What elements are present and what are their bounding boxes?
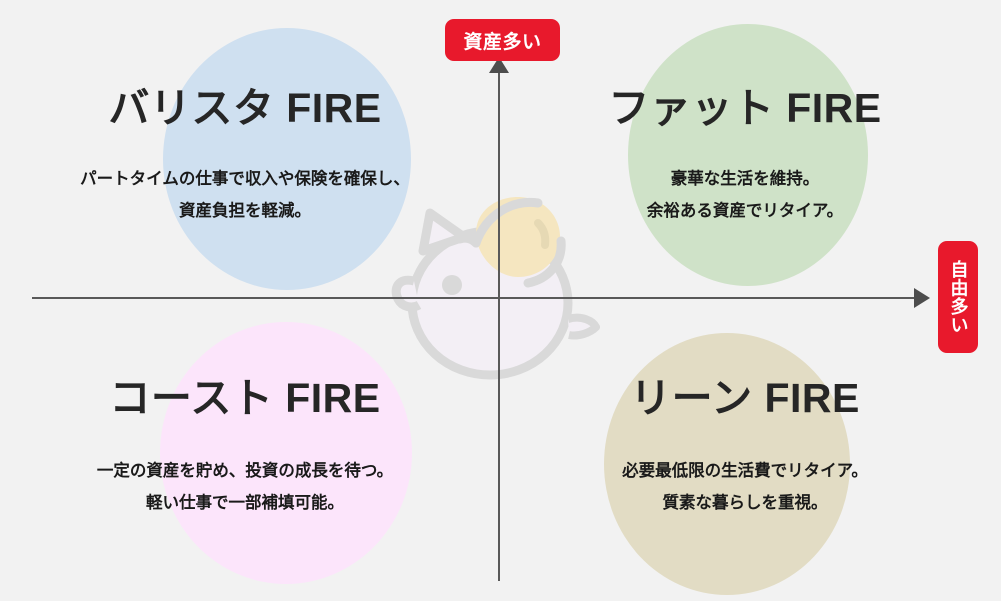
axis-label-freedom: 自由多い: [938, 241, 978, 353]
quadrant-title-lean: リーン FIRE: [630, 375, 860, 421]
quadrant-desc-line: 余裕ある資産でリタイア。: [646, 202, 844, 221]
quadrant-blob-lean: [604, 333, 850, 595]
axis-label-freedom-text: 自由多い: [948, 260, 969, 334]
quadrant-desc-barista: パートタイムの仕事で収入や保険を確保し、 資産負担を軽減。: [20, 163, 470, 227]
vertical-axis: [498, 68, 500, 581]
quadrant-desc-line: パートタイムの仕事で収入や保険を確保し、: [80, 170, 410, 188]
quadrant-coast: コースト FIRE 一定の資産を貯め、投資の成長を待つ。 軽い仕事で一部補填可能…: [20, 378, 470, 519]
quadrant-fat: ファット FIRE 豪華な生活を維持。 余裕ある資産でリタイア。: [520, 88, 970, 227]
arrow-up-icon: [489, 57, 509, 73]
quadrant-blob-coast: [160, 322, 412, 584]
quadrant-desc-line: 豪華な生活を維持。: [670, 170, 820, 188]
quadrant-title-coast: コースト FIRE: [109, 375, 381, 421]
quadrant-title-barista: バリスタ FIRE: [108, 85, 382, 131]
arrow-right-icon: [914, 288, 930, 308]
quadrant-barista: バリスタ FIRE パートタイムの仕事で収入や保険を確保し、 資産負担を軽減。: [20, 88, 470, 227]
horizontal-axis: [32, 297, 918, 299]
quadrant-desc-line: 軽い仕事で一部補填可能。: [146, 494, 344, 513]
quadrant-blob-barista: [163, 28, 411, 290]
quadrant-desc-lean: 必要最低限の生活費でリタイア。 質素な暮らしを重視。: [520, 455, 970, 519]
quadrant-title-fat: ファット FIRE: [608, 85, 882, 131]
quadrant-desc-line: 必要最低限の生活費でリタイア。: [622, 462, 868, 480]
quadrant-desc-line: 質素な暮らしを重視。: [662, 494, 828, 513]
axis-label-assets-text: 資産多い: [463, 31, 542, 53]
quadrant-blob-fat: [628, 24, 868, 286]
quadrant-desc-line: 一定の資産を貯め、投資の成長を待つ。: [96, 462, 394, 480]
quadrant-desc-line: 資産負担を軽減。: [179, 202, 311, 221]
quadrant-desc-fat: 豪華な生活を維持。 余裕ある資産でリタイア。: [520, 163, 970, 227]
quadrant-desc-coast: 一定の資産を貯め、投資の成長を待つ。 軽い仕事で一部補填可能。: [20, 455, 470, 519]
quadrant-lean: リーン FIRE 必要最低限の生活費でリタイア。 質素な暮らしを重視。: [520, 378, 970, 519]
axis-label-assets: 資産多い: [445, 19, 560, 61]
